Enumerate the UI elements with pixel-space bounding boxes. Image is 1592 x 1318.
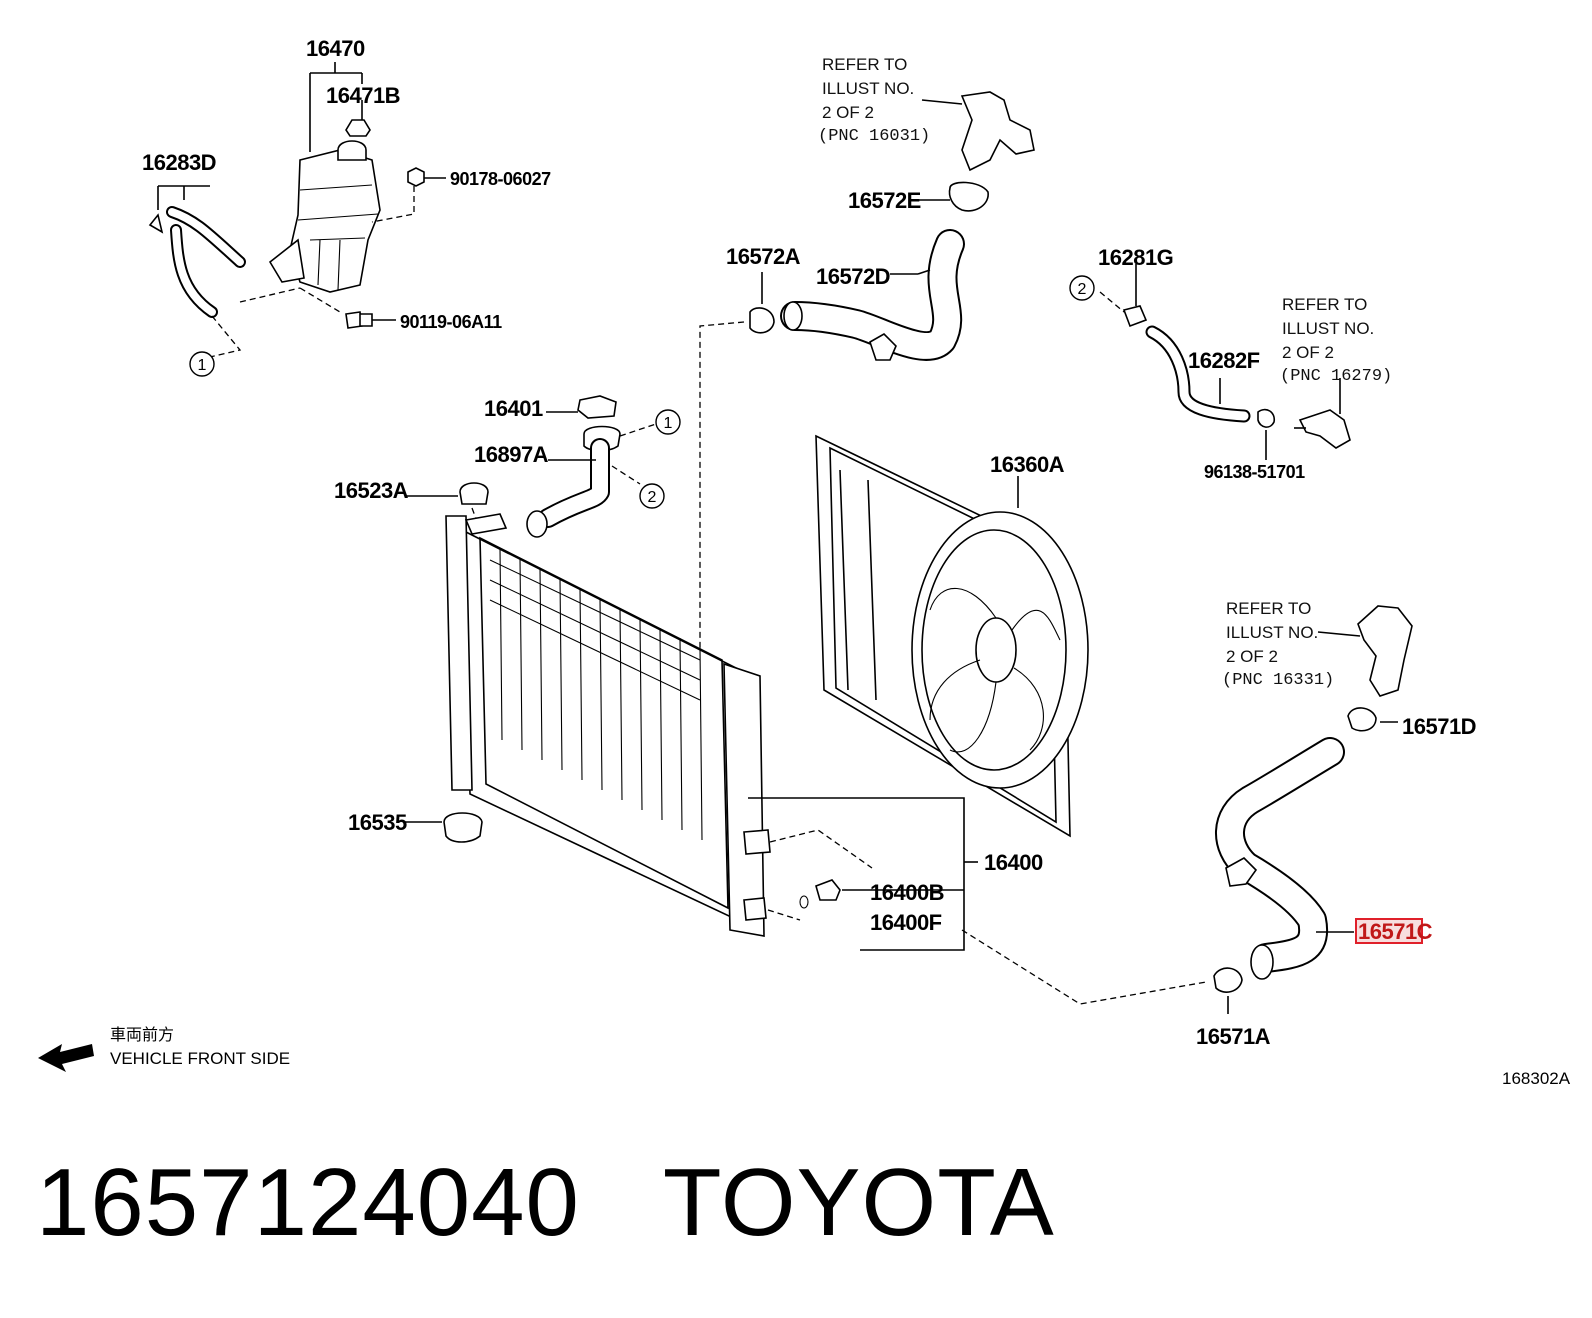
callout-1-left: 1 <box>189 351 215 377</box>
refer-note-16031: REFER TO ILLUST NO. 2 OF 2 (PNC 16031) <box>818 55 930 146</box>
callout-number: 2 <box>648 489 657 506</box>
refer-line3: 2 OF 2 <box>1226 647 1278 666</box>
upper-hose-group <box>509 91 1035 713</box>
callout-1-right: 1 <box>655 409 681 435</box>
label-16360a: 16360A <box>990 452 1065 477</box>
refer-line1: REFER TO <box>1282 295 1367 314</box>
refer-line1: REFER TO <box>822 55 907 74</box>
refer-line2: ILLUST NO. <box>1282 319 1374 338</box>
callout-number: 1 <box>664 415 673 432</box>
label-16897a: 16897A <box>474 442 549 467</box>
refer-line2: ILLUST NO. <box>1226 623 1318 642</box>
label-90119-06a11: 90119-06A11 <box>400 312 502 332</box>
reservoir-group <box>148 62 446 358</box>
footer-title: 1657124040 TOYOTA <box>36 1148 1055 1258</box>
illustration-code: 168302A <box>1502 1069 1571 1088</box>
fan-shroud <box>815 434 1089 838</box>
bypass-hose-group <box>1099 264 1351 460</box>
label-16572e: 16572E <box>848 188 921 213</box>
label-16401: 16401 <box>484 396 543 421</box>
callout-2-center: 2 <box>639 483 665 509</box>
direction-cn: 車両前方 <box>110 1025 174 1044</box>
vehicle-front-indicator: 車両前方 VEHICLE FRONT SIDE <box>38 1025 290 1072</box>
refer-line4: (PNC 16279) <box>1280 367 1392 386</box>
label-96138-51701: 96138-51701 <box>1204 462 1305 482</box>
highlight-box <box>1355 918 1423 944</box>
label-16400: 16400 <box>984 850 1043 875</box>
label-16283d: 16283D <box>142 150 216 175</box>
callout-2-right: 2 <box>1069 275 1095 301</box>
arrow-left-icon <box>38 1044 94 1072</box>
label-16470: 16470 <box>306 36 365 61</box>
label-16281g: 16281G <box>1098 245 1173 270</box>
footer-brand: TOYOTA <box>662 1149 1055 1256</box>
part-labels: 16470 16471B 16283D 90178-06027 90119-06… <box>142 36 1477 1049</box>
label-16572d: 16572D <box>816 264 890 289</box>
label-16571d: 16571D <box>1402 714 1476 739</box>
refer-line1: REFER TO <box>1226 599 1311 618</box>
refer-line3: 2 OF 2 <box>822 103 874 122</box>
label-16523a: 16523A <box>334 478 409 503</box>
refer-line3: 2 OF 2 <box>1282 343 1334 362</box>
footer-part-number: 1657124040 <box>36 1149 580 1256</box>
refer-note-16331: REFER TO ILLUST NO. 2 OF 2 (PNC 16331) <box>1222 599 1334 690</box>
label-16571c-highlighted[interactable]: 16571C <box>1358 919 1433 944</box>
refer-note-16279: REFER TO ILLUST NO. 2 OF 2 (PNC 16279) <box>1280 295 1392 386</box>
label-16400f: 16400F <box>870 910 942 935</box>
label-16535: 16535 <box>348 810 407 835</box>
refer-line4: (PNC 16031) <box>818 127 930 146</box>
label-16471b: 16471B <box>326 83 400 108</box>
callout-number: 1 <box>198 357 207 374</box>
refer-line4: (PNC 16331) <box>1222 671 1334 690</box>
callout-number: 2 <box>1078 281 1087 298</box>
label-16400b: 16400B <box>870 880 944 905</box>
label-16572a: 16572A <box>726 244 801 269</box>
lower-hose-group <box>961 605 1413 1014</box>
label-90178-06027: 90178-06027 <box>450 169 551 189</box>
direction-en: VEHICLE FRONT SIDE <box>110 1049 290 1068</box>
label-16571a: 16571A <box>1196 1024 1271 1049</box>
label-16282f: 16282F <box>1188 348 1260 373</box>
radiator <box>404 513 978 951</box>
filler-group <box>406 395 657 538</box>
refer-line2: ILLUST NO. <box>822 79 914 98</box>
